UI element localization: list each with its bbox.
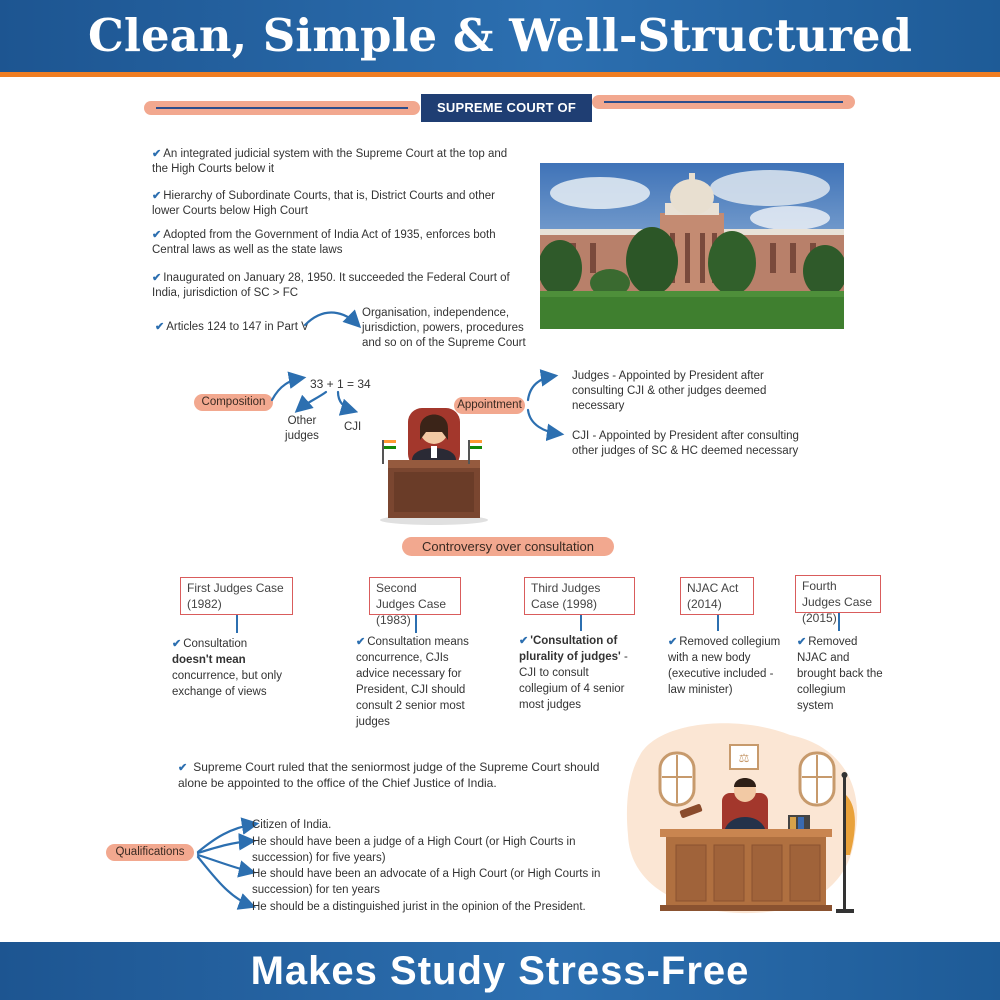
check-icon: ✔	[155, 321, 165, 333]
supreme-court-photo	[540, 163, 844, 329]
check-icon: ✔	[152, 229, 162, 241]
qualification-item: He should have been an advocate of a Hig…	[252, 868, 601, 896]
case-connector	[580, 615, 582, 631]
judge-illustration	[376, 400, 492, 526]
bullet-item: ✔Hierarchy of Subordinate Courts, that i…	[152, 190, 495, 217]
courtroom-illustration: ⚖	[620, 715, 870, 915]
qualifications-tag: Qualifications	[106, 844, 194, 861]
check-icon: ✔	[668, 636, 678, 648]
section-title: SUPREME COURT OF INDIA	[421, 94, 592, 143]
title-divider-right	[592, 95, 855, 109]
appointment-cji: CJI - Appointed by President after consu…	[572, 430, 799, 457]
check-icon: ✔	[356, 636, 366, 648]
bullet-item: ✔Articles 124 to 147 in Part V	[155, 321, 309, 333]
appointment-tag: Appointment	[454, 397, 525, 414]
composition-tag: Composition	[194, 394, 273, 411]
articles-note: Organisation, independence, jurisdiction…	[362, 307, 526, 349]
case-text-second: ✔Consultation means concurrence, CJIs ad…	[356, 636, 469, 728]
check-icon: ✔	[519, 635, 529, 647]
case-box-fourth: Fourth Judges Case (2015)	[795, 575, 881, 625]
composition-formula: 33 + 1 = 34	[310, 377, 371, 391]
appointment-judges: Judges - Appointed by President after co…	[572, 370, 767, 412]
case-box-third: Third Judges Case (1998)	[524, 577, 635, 615]
case-connector	[717, 615, 719, 631]
case-text-njac: ✔Removed collegium with a new body (exec…	[668, 636, 781, 696]
ruling-text: ✔Supreme Court ruled that the seniormost…	[178, 760, 600, 790]
bottom-banner-title: Makes Study Stress-Free	[250, 949, 750, 993]
case-connector	[236, 615, 238, 633]
check-icon: ✔	[152, 190, 162, 202]
svg-text:⚖: ⚖	[739, 751, 750, 765]
bullet-item: ✔Inaugurated on January 28, 1950. It suc…	[152, 272, 510, 299]
bullet-item: ✔An integrated judicial system with the …	[152, 148, 508, 175]
case-connector	[415, 615, 417, 633]
controversy-title: Controversy over consultation	[402, 537, 614, 556]
qualification-item: Citizen of India.	[252, 819, 332, 831]
case-text-third: ✔'Consultation of plurality of judges' -…	[519, 635, 628, 711]
check-icon: ✔	[152, 148, 162, 160]
title-divider-left	[144, 101, 420, 115]
case-text-fourth: ✔Removed NJAC and brought back the colle…	[797, 636, 883, 712]
qualification-item: He should be a distinguished jurist in t…	[252, 901, 586, 913]
case-box-njac: NJAC Act (2014)	[680, 577, 754, 615]
top-banner	[0, 0, 1000, 77]
case-connector	[838, 613, 840, 631]
check-icon: ✔	[178, 762, 188, 774]
other-judges-label: Other judges	[285, 415, 319, 442]
bottom-banner	[0, 942, 1000, 1000]
check-icon: ✔	[172, 638, 182, 650]
cji-label: CJI	[344, 421, 362, 433]
check-icon: ✔	[152, 272, 162, 284]
case-text-first: ✔Consultation doesn't mean concurrence, …	[172, 638, 282, 698]
case-box-second: Second Judges Case (1983)	[369, 577, 461, 627]
check-icon: ✔	[797, 636, 807, 648]
case-box-first: First Judges Case (1982)	[180, 577, 293, 615]
qualification-item: He should have been a judge of a High Co…	[252, 836, 576, 864]
top-banner-title: Clean, Simple & Well-Structured	[88, 9, 912, 62]
bullet-item: ✔Adopted from the Government of India Ac…	[152, 229, 496, 256]
